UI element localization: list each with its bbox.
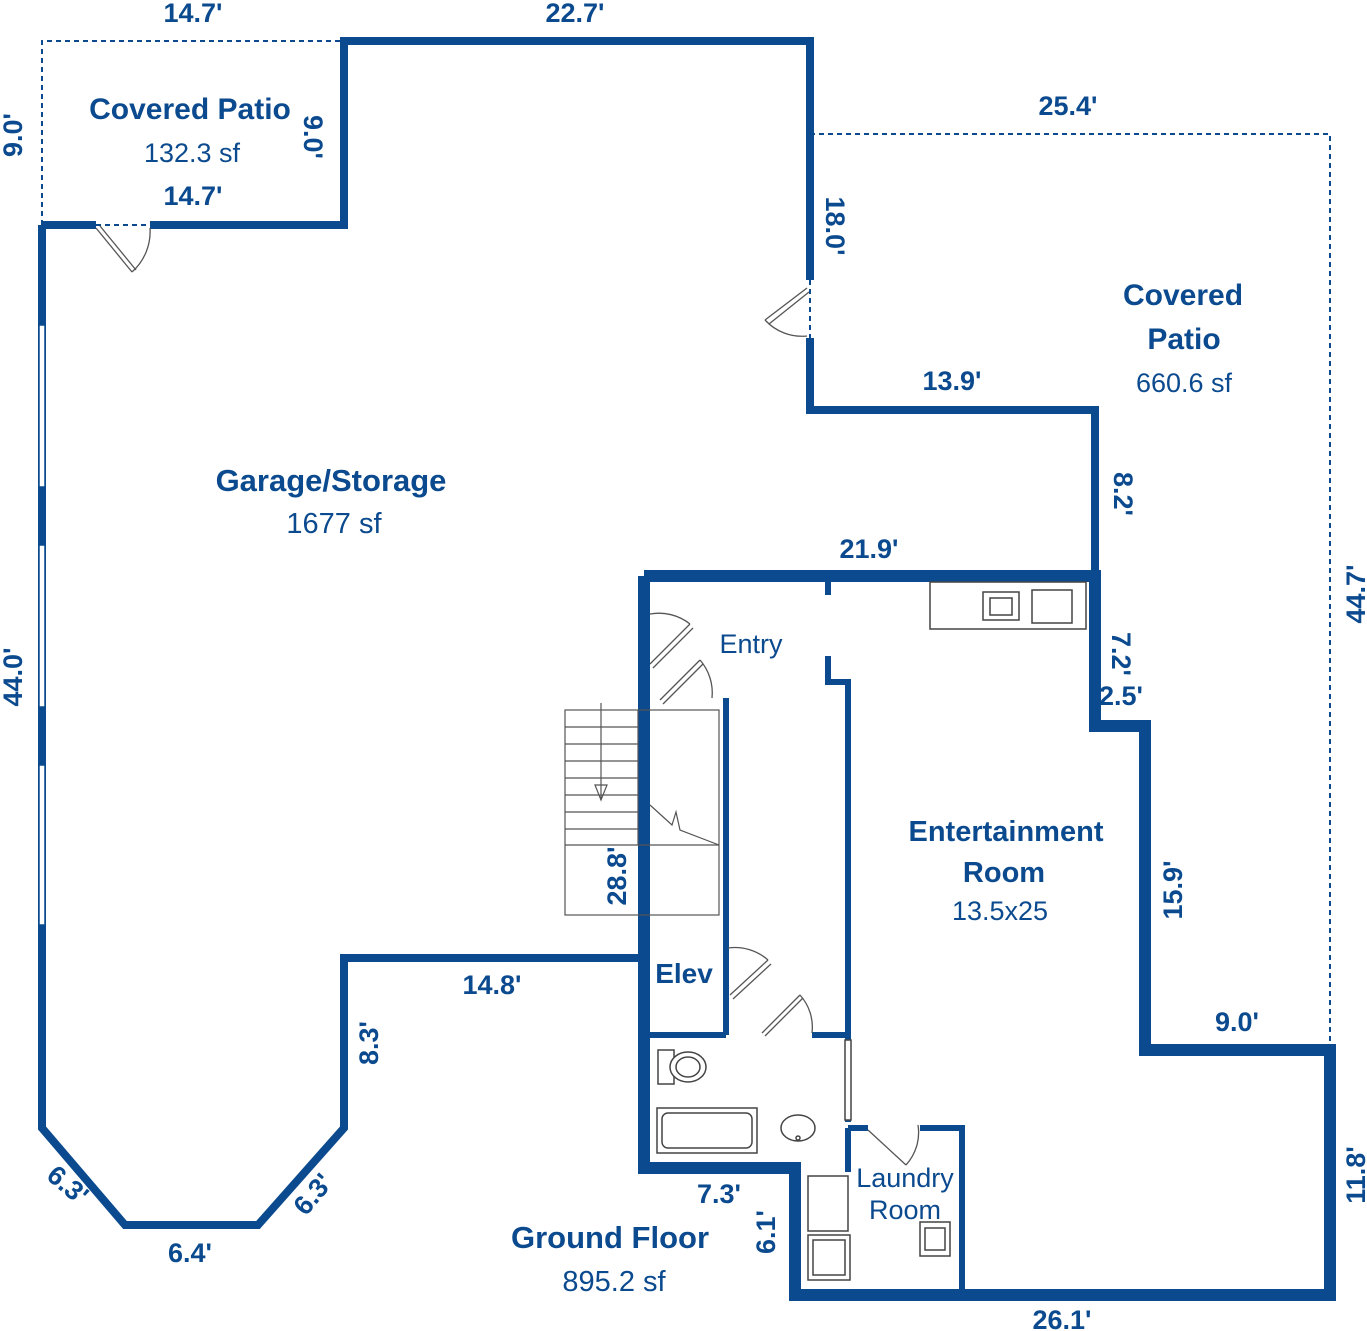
- large-patio-area: 660.6 sf: [1136, 368, 1233, 398]
- laundry-sink: [919, 1221, 951, 1257]
- dim-patio-right-side: 9.0': [298, 115, 328, 159]
- dim-top-left: 14.7': [164, 0, 223, 28]
- dim-bottom-26-1: 26.1': [1033, 1305, 1092, 1331]
- window-left-3: [38, 764, 46, 926]
- dim-stair-28-8: 28.8': [602, 847, 632, 906]
- dim-6-1: 6.1': [751, 1210, 781, 1254]
- laundry-name-1: Laundry: [856, 1163, 954, 1193]
- dim-18-0: 18.0': [820, 197, 850, 256]
- laundry-name-2: Room: [869, 1195, 941, 1225]
- dim-9-0-right: 9.0': [1215, 1007, 1259, 1037]
- kitchen-sink-basin: [989, 597, 1013, 616]
- garage-area: 1677 sf: [286, 508, 382, 540]
- dim-13-9: 13.9': [923, 366, 982, 396]
- dim-patio-inner: 14.7': [164, 181, 223, 211]
- entry-wall-gap-top: [825, 582, 851, 1035]
- laundry-wall: [848, 1125, 965, 1290]
- entertainment-size: 13.5x25: [952, 896, 1048, 926]
- dim-oct-left: 6.3': [41, 1159, 94, 1210]
- large-patio-name-2: Patio: [1147, 323, 1220, 356]
- dim-oct-bottom: 6.4': [168, 1238, 212, 1268]
- large-patio-name-1: Covered: [1123, 279, 1243, 312]
- garage-outer-wall: [42, 37, 1099, 576]
- dim-7-3: 7.3': [697, 1179, 741, 1209]
- ground-floor-outer-wall: [638, 570, 1336, 1301]
- door-small-patio: [95, 225, 151, 273]
- dim-14-8: 14.8': [463, 970, 522, 1000]
- entertainment-name-2: Room: [963, 857, 1045, 889]
- dim-8-2: 8.2': [1108, 472, 1138, 516]
- small-patio-area: 132.3 sf: [144, 138, 241, 168]
- dim-15-9: 15.9': [1158, 861, 1188, 920]
- dim-21-9: 21.9': [840, 534, 899, 564]
- door-bath: [761, 994, 814, 1037]
- dim-11-8: 11.8': [1341, 1146, 1367, 1203]
- garage-left-wall: [38, 225, 640, 1229]
- dim-2-5: 2.5': [1099, 681, 1143, 711]
- small-patio-outline: [41, 40, 344, 225]
- washer-dryer: [807, 1175, 851, 1281]
- door-entry-stair: [649, 612, 713, 705]
- toilet: [657, 1049, 707, 1085]
- elev-name: Elev: [655, 958, 713, 989]
- door-large-patio: [764, 287, 810, 337]
- ground-floor-name: Ground Floor: [511, 1220, 709, 1255]
- dim-patio-right-long: 44.7': [1341, 565, 1367, 624]
- dim-oct-right: 6.3': [287, 1168, 338, 1221]
- door-elevator: [727, 946, 772, 1000]
- small-patio-name: Covered Patio: [89, 93, 291, 126]
- window-left-1: [38, 324, 46, 488]
- window-left-2: [38, 544, 46, 708]
- ground-floor-area: 895.2 sf: [562, 1266, 666, 1298]
- entertainment-name-1: Entertainment: [909, 816, 1104, 848]
- staircase: [564, 703, 720, 916]
- dim-left-patio-side: 9.0': [0, 113, 28, 157]
- bathtub: [656, 1107, 758, 1154]
- door-laundry: [867, 1124, 920, 1166]
- dim-top-mid: 22.7': [546, 0, 605, 28]
- entry-name: Entry: [719, 629, 783, 659]
- fridge: [1031, 589, 1073, 624]
- dim-8-3: 8.3': [354, 1021, 384, 1065]
- dim-left-long: 44.0': [0, 648, 28, 707]
- bath-pocket-door: [844, 1039, 852, 1121]
- dim-7-2: 7.2': [1106, 632, 1136, 676]
- bath-sink: [780, 1114, 816, 1142]
- garage-name: Garage/Storage: [216, 463, 447, 498]
- dim-patio-large-top: 25.4': [1039, 91, 1098, 121]
- large-patio-outline: [810, 133, 1331, 1048]
